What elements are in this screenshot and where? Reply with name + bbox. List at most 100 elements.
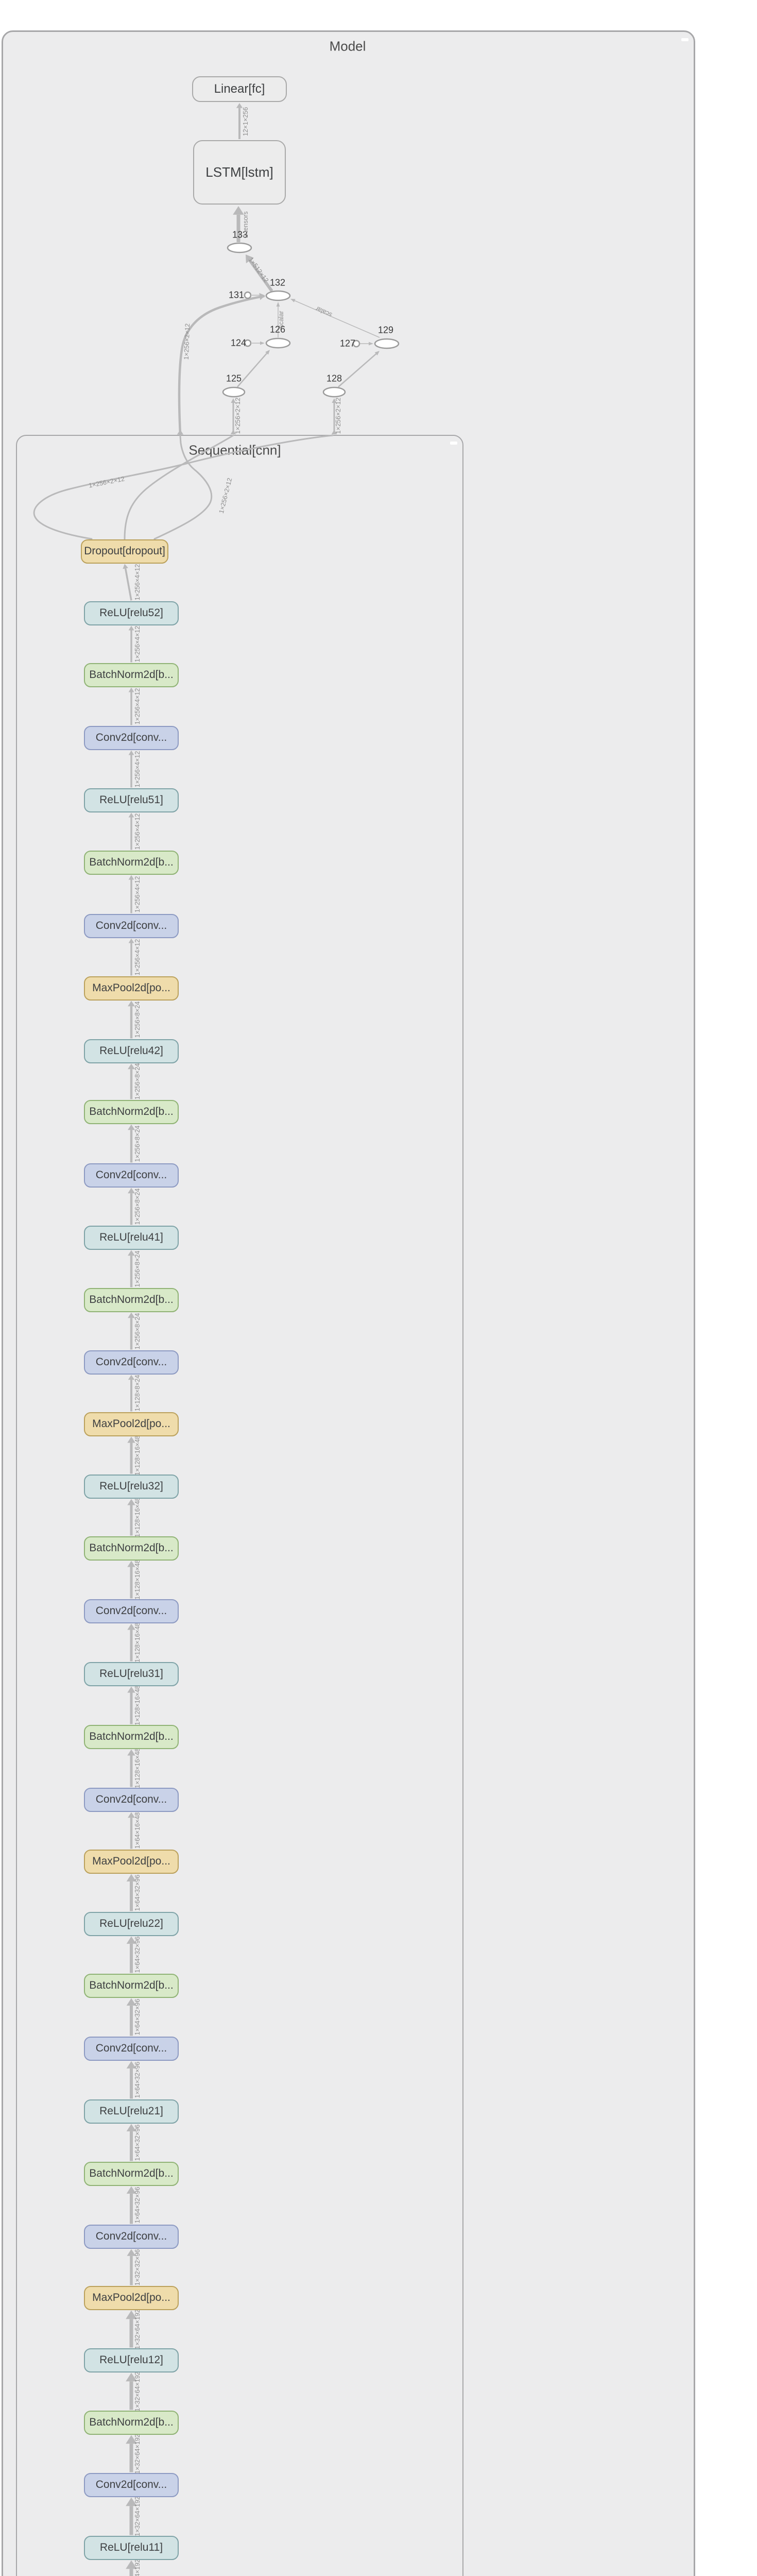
layer-bn41-label: BatchNorm2d[b... (89, 1294, 174, 1306)
layer-conv52-label: Conv2d[conv... (95, 732, 167, 743)
layer-pool2-label: MaxPool2d[po... (92, 1855, 170, 1867)
edge-shape-label: 1×128×16×48 (134, 1497, 141, 1537)
edge-shape-label: 1×32×64×192 (134, 2496, 141, 2536)
layer-conv21[interactable]: Conv2d[conv... (84, 2224, 179, 2249)
edge-shape-label: 1×128×16×48 (134, 1685, 141, 1725)
edge-shape-label: 1×256×4×12 (134, 688, 141, 725)
edge-shape-label: 1×256×8×24 (134, 1001, 141, 1038)
layer-bn52-label: BatchNorm2d[b... (89, 669, 174, 681)
layer-conv32[interactable]: Conv2d[conv... (84, 1599, 179, 1623)
op-node-126-label: 126 (269, 324, 286, 335)
op-node-127[interactable] (352, 340, 360, 348)
edge-shape-label: 1×32×64×192 (134, 2559, 141, 2576)
layer-bn42-label: BatchNorm2d[b... (89, 1106, 174, 1117)
layer-bn31-label: BatchNorm2d[b... (89, 1731, 174, 1742)
layer-conv51-label: Conv2d[conv... (95, 920, 167, 931)
layer-bn12-label: BatchNorm2d[b... (89, 2416, 174, 2428)
layer-conv51[interactable]: Conv2d[conv... (84, 913, 179, 938)
op-node-128-label: 128 (326, 373, 342, 384)
edge-flow-label: scalar (278, 311, 285, 328)
edge-shape-label: 1×32×64×192 (134, 2309, 141, 2349)
op-node-129[interactable] (374, 338, 400, 349)
layer-pool2[interactable]: MaxPool2d[po... (84, 1849, 179, 1874)
layer-bn22[interactable]: BatchNorm2d[b... (84, 1973, 179, 1998)
layer-relu52[interactable]: ReLU[relu52] (84, 601, 179, 625)
op-node-131-label: 131 (228, 290, 245, 300)
edge-shape-label: 1×256×4×12 (134, 564, 141, 601)
layer-conv41[interactable]: Conv2d[conv... (84, 1350, 179, 1375)
op-node-128[interactable] (322, 386, 346, 398)
op-node-125[interactable] (222, 386, 246, 398)
layer-relu11-label: ReLU[relu11] (99, 2541, 163, 2553)
edge-shape-label: 1×256×4×12 (134, 876, 141, 912)
layer-bn31[interactable]: BatchNorm2d[b... (84, 1724, 179, 1749)
layer-pool1[interactable]: MaxPool2d[po... (84, 2285, 179, 2310)
layer-relu42[interactable]: ReLU[relu42] (84, 1039, 179, 1063)
edge-flow-label: 1×256×2×12 (234, 397, 242, 434)
model-title: Model (329, 38, 366, 54)
layer-conv31[interactable]: Conv2d[conv... (84, 1787, 179, 1812)
layer-pool4-label: MaxPool2d[po... (92, 982, 170, 994)
edge-shape-label: 1×256×8×24 (134, 1250, 141, 1287)
edge-shape-label: 1×64×32×96 (134, 2124, 141, 2161)
layer-relu32[interactable]: ReLU[relu32] (84, 1474, 179, 1499)
edge-shape-label: 1×64×32×96 (134, 1936, 141, 1973)
layer-relu21[interactable]: ReLU[relu21] (84, 2099, 179, 2124)
layer-conv12-label: Conv2d[conv... (95, 2479, 167, 2490)
layer-relu21-label: ReLU[relu21] (99, 2105, 163, 2117)
layer-bn22-label: BatchNorm2d[b... (89, 1979, 174, 1991)
edge-shape-label: 1×64×16×48 (134, 1812, 141, 1849)
edge-shape-label: 1×32×32×96 (134, 2249, 141, 2285)
layer-bn41[interactable]: BatchNorm2d[b... (84, 1287, 179, 1312)
layer-relu31[interactable]: ReLU[relu31] (84, 1662, 179, 1686)
layer-conv42[interactable]: Conv2d[conv... (84, 1163, 179, 1188)
edge-shape-label: 1×256×8×24 (134, 1063, 141, 1100)
node-lstm[interactable]: LSTM[lstm] (193, 140, 286, 205)
sequential-collapse-icon[interactable] (450, 442, 457, 445)
layer-relu22[interactable]: ReLU[relu22] (84, 1911, 179, 1936)
layer-conv21-label: Conv2d[conv... (95, 2230, 167, 2242)
edge-shape-label: 1×256×4×12 (134, 625, 141, 663)
layer-bn51-label: BatchNorm2d[b... (89, 856, 174, 868)
layer-conv42-label: Conv2d[conv... (95, 1169, 167, 1181)
layer-conv52[interactable]: Conv2d[conv... (84, 725, 179, 750)
node-linear-fc[interactable]: Linear[fc] (192, 76, 287, 102)
layer-relu41[interactable]: ReLU[relu41] (84, 1225, 179, 1250)
layer-conv31-label: Conv2d[conv... (95, 1793, 167, 1805)
op-node-132[interactable] (265, 290, 291, 301)
layer-bn52[interactable]: BatchNorm2d[b... (84, 663, 179, 687)
model-collapse-icon[interactable] (681, 38, 689, 41)
op-node-133[interactable] (227, 242, 252, 253)
edge-flow-label: 1×256×2×12 (335, 397, 342, 434)
layer-bn42[interactable]: BatchNorm2d[b... (84, 1099, 179, 1124)
edge-shape-label: 1×256×8×24 (134, 1125, 141, 1162)
op-node-126[interactable] (265, 337, 291, 349)
layer-bn32[interactable]: BatchNorm2d[b... (84, 1536, 179, 1561)
layer-pool4[interactable]: MaxPool2d[po... (84, 976, 179, 1001)
layer-conv12[interactable]: Conv2d[conv... (84, 2472, 179, 2497)
layer-bn12[interactable]: BatchNorm2d[b... (84, 2410, 179, 2435)
node-lstm-label: LSTM[lstm] (205, 164, 273, 180)
op-node-131[interactable] (244, 291, 252, 299)
edge-shape-label: 1×256×8×24 (134, 1313, 141, 1349)
layer-bn21[interactable]: BatchNorm2d[b... (84, 2161, 179, 2186)
layer-relu51[interactable]: ReLU[relu51] (84, 788, 179, 812)
layer-relu12[interactable]: ReLU[relu12] (84, 2348, 179, 2372)
layer-pool3[interactable]: MaxPool2d[po... (84, 1412, 179, 1436)
layer-bn51[interactable]: BatchNorm2d[b... (84, 850, 179, 875)
layer-relu11[interactable]: ReLU[relu11] (84, 2535, 179, 2560)
layer-relu32-label: ReLU[relu32] (99, 1480, 163, 1492)
layer-dropout[interactable]: Dropout[dropout] (81, 539, 168, 564)
edge-shape-label: 1×128×16×48 (134, 1560, 141, 1600)
op-node-132-label: 132 (269, 277, 286, 288)
edge-shape-label: 1×64×32×96 (134, 2187, 141, 2224)
op-node-124[interactable] (244, 339, 252, 347)
edge-shape-label: 1×128×16×48 (134, 1622, 141, 1663)
layer-conv41-label: Conv2d[conv... (95, 1356, 167, 1368)
node-linear-label: Linear[fc] (214, 82, 265, 96)
layer-conv22[interactable]: Conv2d[conv... (84, 2036, 179, 2061)
layer-relu22-label: ReLU[relu22] (99, 1918, 163, 1929)
sequential-container (16, 435, 463, 2576)
layer-pool3-label: MaxPool2d[po... (92, 1418, 170, 1430)
